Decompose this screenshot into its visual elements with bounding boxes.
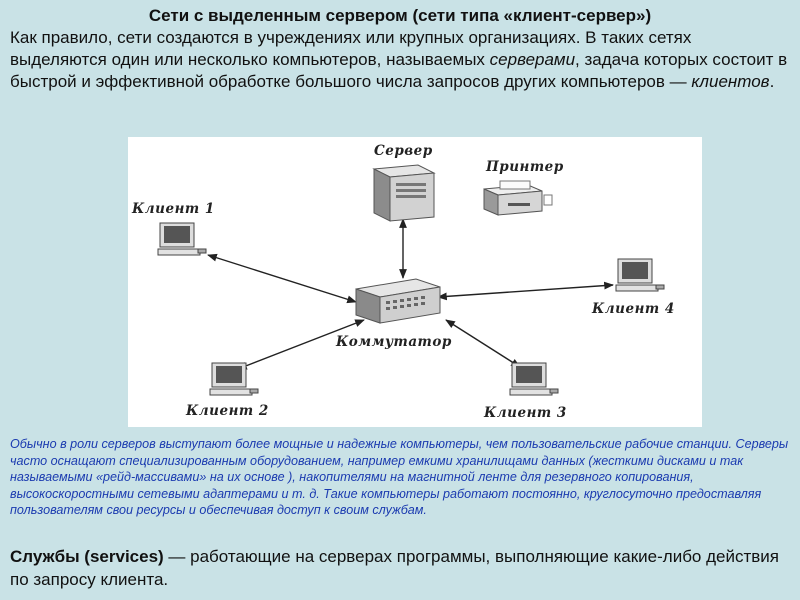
services-term: Службы (services) — [10, 547, 164, 566]
clients-term: клиентов — [691, 72, 770, 91]
services-definition: Службы (services) — работающие на сервер… — [10, 545, 795, 591]
client-4-label: Клиент 4 — [592, 301, 675, 317]
servers-term: серверами — [489, 50, 576, 69]
client-3-label: Клиент 3 — [484, 405, 567, 421]
network-diagram: Сервер Принтер Коммутатор Клиент 1 Клиен… — [128, 137, 702, 427]
intro-text-3: . — [769, 72, 775, 91]
services-text: — работающие на серверах программы, выпо… — [10, 547, 779, 589]
client-2-computer-icon — [209, 362, 259, 396]
client-4-computer-icon — [615, 258, 665, 292]
slide-title: Сети с выделенным сервером (сети типа «к… — [148, 6, 652, 25]
intro-text-2: , задача которых состоит в быстрой и эфф… — [10, 50, 788, 91]
printer-icon — [483, 180, 553, 216]
link-client1-switch — [207, 253, 357, 304]
server-icon — [372, 164, 436, 222]
intro-text-1: Как правило, сети создаются в учреждения… — [10, 28, 692, 69]
intro-paragraph: Как правило, сети создаются в учреждения… — [10, 27, 790, 93]
client-1-computer-icon — [157, 222, 207, 256]
switch-icon — [355, 278, 441, 324]
network-diagram-graphic — [157, 164, 665, 396]
switch-label: Коммутатор — [336, 334, 452, 350]
server-hardware-note: Обычно в роли серверов выступают более м… — [10, 437, 789, 518]
link-client3-switch — [445, 319, 521, 368]
link-client4-switch — [437, 281, 614, 301]
client-2-label: Клиент 2 — [186, 403, 269, 419]
server-label: Сервер — [374, 143, 433, 159]
client-1-label: Клиент 1 — [132, 201, 215, 217]
client-3-computer-icon — [509, 362, 559, 396]
link-client2-switch — [237, 319, 365, 370]
printer-label: Принтер — [486, 159, 564, 175]
